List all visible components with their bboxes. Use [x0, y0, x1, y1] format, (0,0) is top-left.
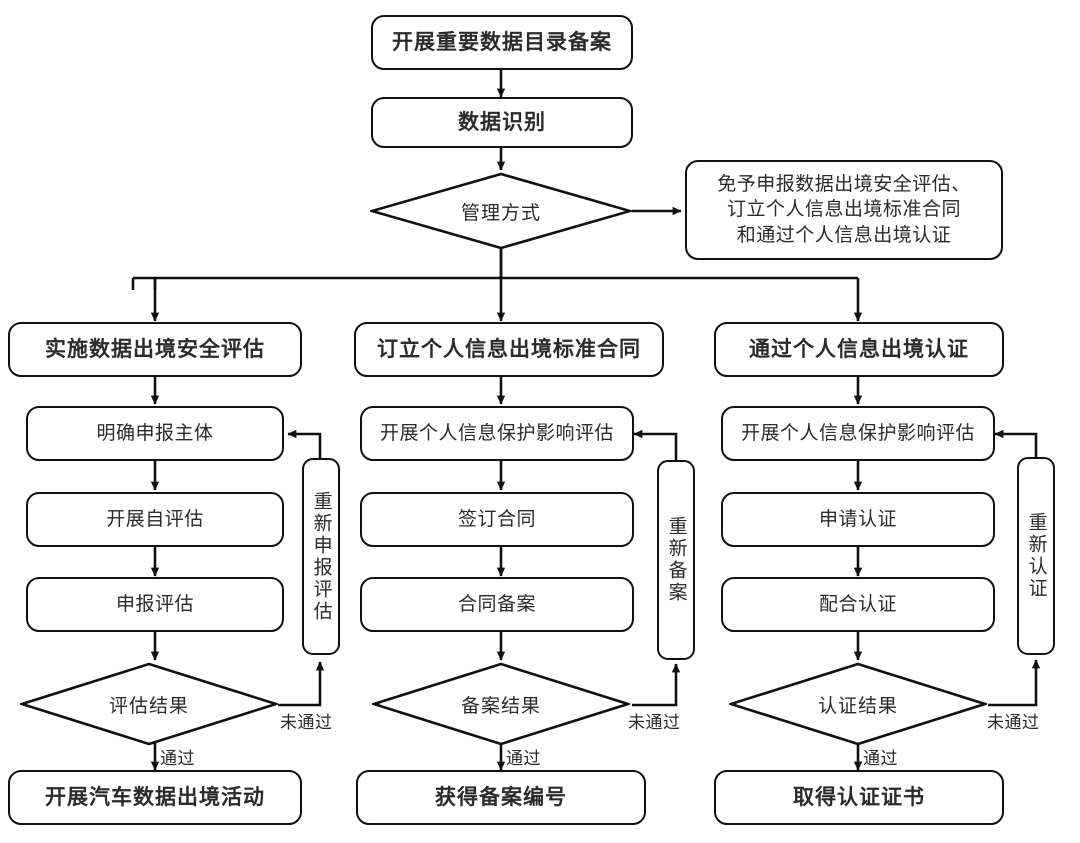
node-c2-step-1[interactable]: 开展个人信息保护影响评估	[360, 406, 634, 461]
node-c3-step-2[interactable]: 申请认证	[721, 492, 995, 547]
node-c2-step-1-label: 开展个人信息保护影响评估	[379, 422, 614, 444]
node-c3-step-3-label: 配合认证	[818, 593, 897, 615]
node-exempt-line3: 和通过个人信息出境认证	[736, 224, 952, 246]
branch-header-security-assessment-label: 实施数据出境安全评估	[45, 336, 265, 361]
node-c3-step-1[interactable]: 开展个人信息保护影响评估	[721, 406, 995, 461]
node-c2-retry-label: 重新备案	[665, 516, 687, 604]
edge-label-c2-fail-text: 未通过	[628, 713, 681, 732]
decision-assessment-result[interactable]: 评估结果	[20, 662, 278, 746]
edge-label-c3-pass: 通过	[863, 744, 898, 769]
node-c1-step-2[interactable]: 开展自评估	[26, 492, 284, 547]
branch-header-standard-contract[interactable]: 订立个人信息出境标准合同	[354, 322, 664, 377]
node-c3-retry[interactable]: 重新认证	[1017, 457, 1055, 655]
edge-label-c1-fail-text: 未通过	[280, 713, 333, 732]
node-c1-step-1-label: 明确申报主体	[96, 422, 214, 444]
node-exempt-line1: 免予申报数据出境安全评估、	[717, 174, 971, 196]
node-c2-retry[interactable]: 重新备案	[657, 460, 695, 660]
decision-filing-result[interactable]: 备案结果	[372, 662, 630, 746]
edge-label-c3-pass-text: 通过	[863, 749, 898, 768]
node-c3-retry-label: 重新认证	[1025, 512, 1047, 600]
node-start-label: 开展重要数据目录备案	[392, 29, 612, 54]
branch-header-security-assessment[interactable]: 实施数据出境安全评估	[8, 322, 302, 377]
node-c2-result[interactable]: 获得备案编号	[356, 770, 646, 825]
node-c1-step-2-label: 开展自评估	[106, 508, 204, 530]
diamond-shape	[370, 172, 632, 250]
branch-header-certification-label: 通过个人信息出境认证	[749, 336, 969, 361]
edge-label-c1-pass-text: 通过	[160, 749, 195, 768]
diamond-shape	[372, 662, 630, 746]
decision-assessment-result-label: 评估结果	[108, 695, 189, 717]
node-c3-step-2-label: 申请认证	[818, 508, 897, 530]
node-exempt-line2: 订立个人信息出境标准合同	[726, 199, 961, 221]
edge-label-c3-fail-text: 未通过	[987, 713, 1040, 732]
diamond-shape	[20, 662, 278, 746]
edge-label-c1-fail: 未通过	[280, 708, 333, 733]
decision-filing-result-label: 备案结果	[460, 695, 541, 717]
node-c3-result[interactable]: 取得认证证书	[714, 770, 1004, 825]
node-c3-step-1-label: 开展个人信息保护影响评估	[740, 422, 975, 444]
node-c1-result[interactable]: 开展汽车数据出境活动	[8, 770, 302, 825]
decision-certification-result[interactable]: 认证结果	[729, 662, 987, 746]
decision-certification-result-label: 认证结果	[817, 695, 898, 717]
diamond-shape	[729, 662, 987, 746]
node-c2-step-2-label: 签订合同	[457, 508, 536, 530]
node-c2-step-2[interactable]: 签订合同	[360, 492, 634, 547]
edge-label-c3-fail: 未通过	[987, 708, 1040, 733]
node-c1-result-label: 开展汽车数据出境活动	[45, 784, 265, 809]
node-data-identification[interactable]: 数据识别	[371, 97, 633, 148]
node-c1-step-1[interactable]: 明确申报主体	[26, 406, 284, 461]
node-exempt-declaration[interactable]: 免予申报数据出境安全评估、 订立个人信息出境标准合同 和通过个人信息出境认证	[685, 160, 1003, 260]
branch-header-certification[interactable]: 通过个人信息出境认证	[714, 322, 1004, 377]
node-c1-retry-label: 重新申报评估	[310, 490, 332, 623]
node-c3-step-3[interactable]: 配合认证	[721, 577, 995, 632]
edge-label-c2-pass: 通过	[506, 744, 541, 769]
decision-management-method-label: 管理方式	[460, 202, 541, 224]
decision-management-method[interactable]: 管理方式	[370, 172, 632, 250]
node-c3-result-label: 取得认证证书	[793, 784, 925, 809]
node-c1-step-3-label: 申报评估	[115, 593, 194, 615]
edge-label-c2-pass-text: 通过	[506, 749, 541, 768]
edge-label-c1-pass: 通过	[160, 744, 195, 769]
node-c1-step-3[interactable]: 申报评估	[26, 577, 284, 632]
node-data-identification-label: 数据识别	[458, 109, 546, 134]
edge-label-c2-fail: 未通过	[628, 708, 681, 733]
node-start[interactable]: 开展重要数据目录备案	[371, 15, 633, 70]
node-c2-step-3-label: 合同备案	[457, 593, 536, 615]
node-c1-retry[interactable]: 重新申报评估	[302, 458, 340, 655]
node-c2-result-label: 获得备案编号	[435, 784, 567, 809]
node-c2-step-3[interactable]: 合同备案	[360, 577, 634, 632]
branch-header-standard-contract-label: 订立个人信息出境标准合同	[377, 336, 641, 361]
